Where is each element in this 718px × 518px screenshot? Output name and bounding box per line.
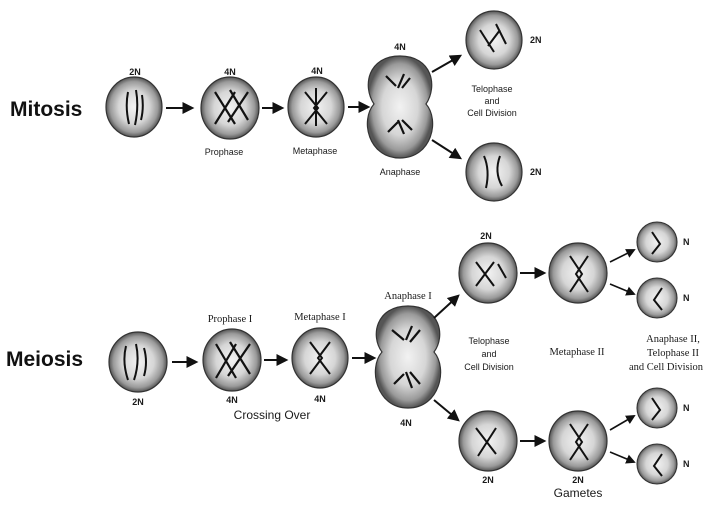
arrow-meiosis-5 (433, 399, 460, 422)
mitosis-ploidy-daughter-top: 2N (530, 35, 542, 45)
arrow-mitosis-4 (431, 54, 463, 73)
mitosis-label-metaphase: Metaphase (292, 146, 338, 156)
arrow-meiosis-8 (609, 249, 636, 263)
meiosis-ploidy-start: 2N (132, 397, 144, 407)
meiosis-label-anaphase1: Anaphase I (384, 291, 432, 302)
meiosis-ploidy-g3: N (683, 403, 690, 413)
mitosis-label-telophase-line2: and (484, 96, 500, 106)
meiosis-cell-metaphase2-bottom (548, 410, 608, 472)
mitosis-label-telophase-line1: Telophase (471, 84, 513, 94)
arrow-meiosis-11 (609, 451, 636, 464)
meiosis-cell-anaphase1 (374, 305, 442, 409)
meiosis-cell-metaphase1 (291, 327, 349, 389)
meiosis-label-final-line1: Anaphase II, (646, 334, 700, 345)
mitosis-ploidy-metaphase: 4N (311, 66, 323, 76)
mitosis-cell-anaphase (366, 55, 434, 159)
meiosis-label-crossing-over: Crossing Over (233, 408, 311, 422)
arrow-meiosis-10 (609, 415, 636, 431)
meiosis-cell-bottom-2n (458, 410, 518, 472)
meiosis-cell-start (108, 331, 168, 393)
meiosis-cell-metaphase2-top (548, 242, 608, 304)
meiosis-ploidy-gamete-middle: 2N (572, 475, 584, 485)
mitosis-ploidy-start: 2N (129, 67, 141, 77)
mitosis-daughter-bottom (465, 142, 523, 202)
meiosis-title: Meiosis (6, 348, 84, 371)
meiosis-ploidy-g4: N (683, 459, 690, 469)
mitosis-ploidy-daughter-bottom: 2N (530, 167, 542, 177)
gamete-cell-2 (636, 277, 678, 319)
meiosis-ploidy-top-cell: 2N (480, 231, 492, 241)
meiosis-ploidy-g1: N (683, 237, 690, 247)
gamete-cell-1 (636, 221, 678, 263)
arrow-mitosis-5 (431, 139, 463, 160)
meiosis-label-final-line3: and Cell Division (628, 362, 704, 373)
mitosis-label-prophase: Prophase (204, 147, 244, 157)
arrow-meiosis-9 (609, 283, 636, 296)
meiosis-ploidy-g2: N (683, 293, 690, 303)
meiosis-label-prophase1: Prophase I (207, 314, 253, 325)
mitosis-ploidy-prophase: 4N (224, 67, 236, 77)
gamete-cell-4 (636, 443, 678, 485)
mitosis-cell-start (105, 76, 163, 138)
meiosis-ploidy-metaphase1: 4N (314, 394, 326, 404)
mitosis-ploidy-anaphase: 4N (394, 42, 406, 52)
meiosis-ploidy-anaphase1: 4N (400, 418, 412, 428)
mitosis-daughter-top (465, 10, 523, 70)
mitosis-title: Mitosis (10, 98, 83, 121)
mitosis-cell-prophase (200, 76, 260, 140)
mitosis-label-telophase-line3: Cell Division (467, 108, 517, 118)
gamete-cell-3 (636, 387, 678, 429)
meiosis-cell-prophase1 (202, 328, 262, 392)
meiosis-ploidy-prophase1: 4N (226, 395, 238, 405)
meiosis-label-telophase-line3: Cell Division (464, 362, 514, 372)
meiosis-label-final-line2: Telophase II (646, 348, 700, 359)
meiosis-label-metaphase1: Metaphase I (294, 312, 346, 323)
arrow-meiosis-4 (433, 294, 460, 319)
meiosis-label-telophase-line1: Telophase (468, 336, 510, 346)
meiosis-label-metaphase2: Metaphase II (549, 347, 605, 358)
meiosis-cell-top-2n (458, 242, 518, 304)
mitosis-label-anaphase: Anaphase (379, 167, 421, 177)
meiosis-label-telophase-line2: and (481, 349, 497, 359)
mitosis-cell-metaphase (287, 76, 345, 138)
meiosis-ploidy-bottom-cell: 2N (482, 475, 494, 485)
meiosis-label-gametes: Gametes (553, 486, 603, 500)
